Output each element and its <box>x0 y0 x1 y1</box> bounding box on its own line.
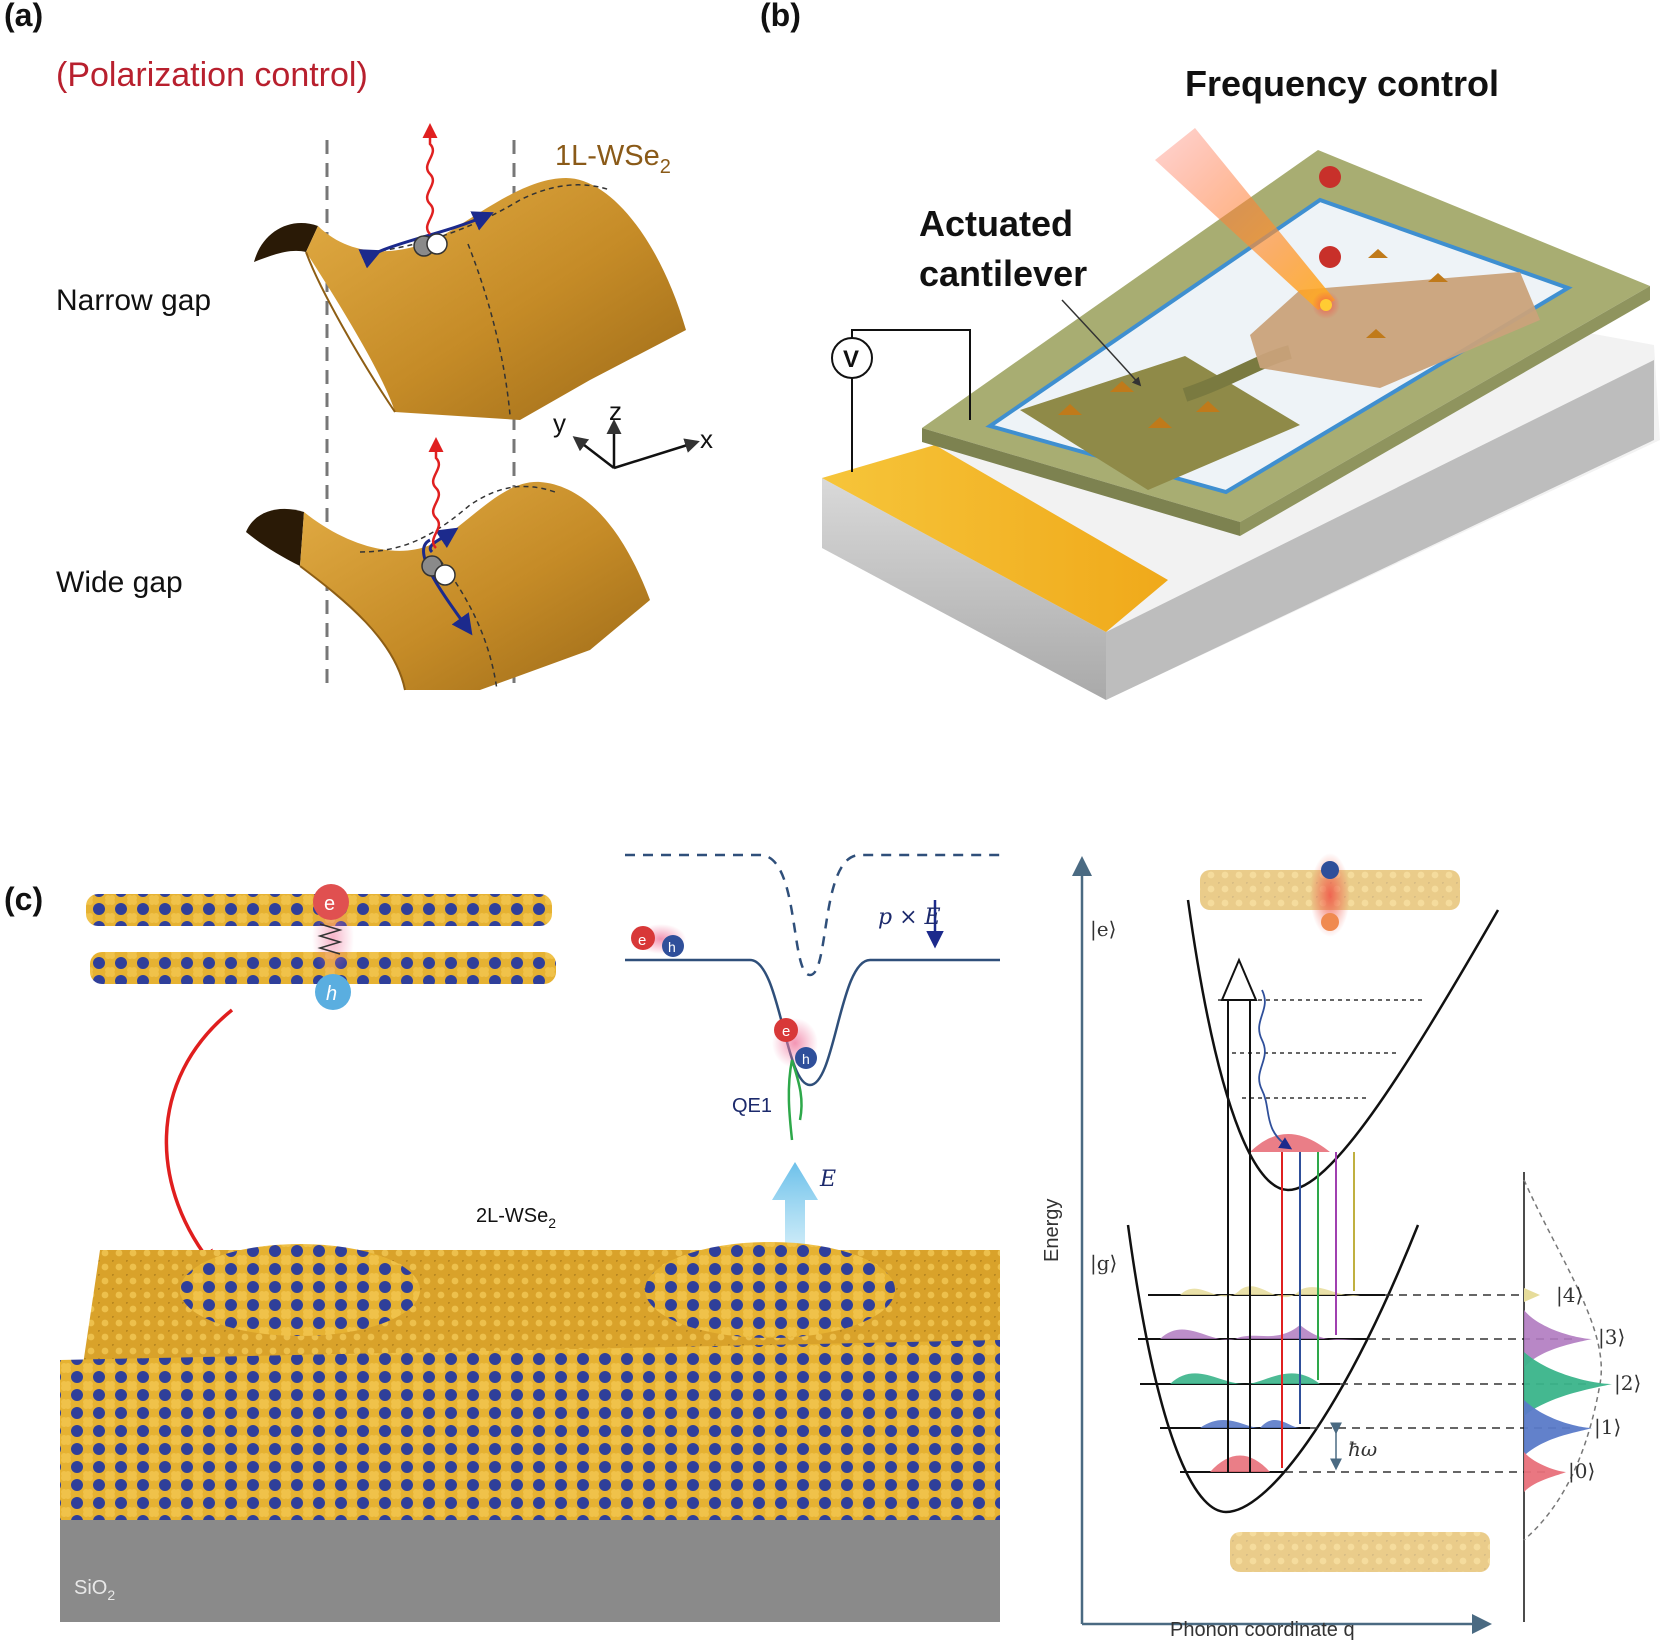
defect-cluster-left <box>180 1244 420 1336</box>
defect-cluster-right <box>645 1242 895 1338</box>
voltmeter-circuit <box>831 329 971 472</box>
panel-a: (a) (Polarization control) 1L-WSe2 Narro… <box>4 0 713 691</box>
spectrum-envelope <box>1523 1179 1602 1541</box>
potential-hole-label: h <box>668 939 676 955</box>
voltmeter-label: V <box>843 346 859 373</box>
hole-icon <box>315 974 351 1010</box>
material-label: 1L-WSe2 <box>555 140 671 178</box>
level-2-label: |2⟩ <box>1614 1371 1641 1396</box>
potential-solid <box>625 958 1000 1087</box>
lattice-slab <box>60 1242 1000 1622</box>
hole-icon <box>1321 913 1339 931</box>
cantilever-label-line2: cantilever <box>919 253 1087 294</box>
panel-a-label: (a) <box>4 0 43 33</box>
potential-electron-label: e <box>638 932 646 949</box>
hbar-omega-label: ħω <box>1348 1437 1377 1461</box>
ground-state-label: |g⟩ <box>1090 1251 1117 1276</box>
sio2-substrate <box>60 1520 1000 1622</box>
excited-state-label: |e⟩ <box>1090 917 1116 942</box>
axis-z-label: z <box>609 396 622 426</box>
hole-icon <box>795 1047 817 1069</box>
trap-electron-label: e <box>782 1023 790 1040</box>
panel-c-label: (c) <box>4 881 43 917</box>
spring-icon <box>317 923 343 955</box>
substrate-label: SiO2 <box>74 1577 115 1603</box>
phonon-axis-label: Phonon coordinate q <box>1170 1619 1355 1641</box>
level-1-label: |1⟩ <box>1594 1415 1621 1440</box>
transfer-arrow <box>164 1008 234 1272</box>
inset-electron-label: e <box>324 893 335 915</box>
panel-b-title: Frequency control <box>1185 63 1499 104</box>
axis-y-label: y <box>553 408 566 438</box>
narrow-gap-label: Narrow gap <box>56 284 211 317</box>
energy-diagram <box>1072 853 1612 1634</box>
narrow-gap-surface <box>254 123 686 420</box>
electron-icon <box>774 1018 798 1042</box>
field-label: E <box>819 1167 836 1192</box>
ground-parabola <box>1126 1224 1420 1514</box>
wide-gap-label: Wide gap <box>56 566 183 599</box>
qe1-label: QE1 <box>732 1095 772 1117</box>
cantilever-pointer <box>1061 299 1142 387</box>
electron-icon <box>1321 861 1339 879</box>
relaxation-arrow <box>1258 989 1293 1150</box>
level-0-label: |0⟩ <box>1568 1459 1595 1484</box>
potential-inset <box>625 853 1000 1141</box>
panel-c: (c) e h e h e h p × E QE <box>4 853 1641 1641</box>
hole-icon <box>662 935 684 957</box>
cantilever-label-line1: Actuated <box>919 203 1073 244</box>
panel-a-title: (Polarization control) <box>56 56 368 94</box>
laser-beam <box>1155 128 1335 310</box>
field-arrow-icon <box>772 1162 818 1278</box>
excited-parabola <box>1186 899 1500 1192</box>
xyz-axes-icon <box>572 419 700 470</box>
voltmeter-icon <box>831 337 873 379</box>
chip-device <box>822 128 1660 700</box>
electron-icon <box>631 926 655 950</box>
trap-hole-label: h <box>802 1051 810 1067</box>
level-4-label: |4⟩ <box>1556 1283 1583 1308</box>
potential-dashed <box>625 853 1000 977</box>
wide-gap-surface <box>246 437 650 691</box>
axis-x-label: x <box>700 424 713 454</box>
emitter-dot-icon <box>1319 246 1341 268</box>
wide-emission-icon <box>428 437 444 549</box>
panel-b-label: (b) <box>760 0 801 33</box>
gold-electrode <box>822 445 1168 632</box>
pe-label: p × E <box>878 905 941 930</box>
level-3-label: |3⟩ <box>1598 1325 1625 1350</box>
bilayer-label: 2L-WSe2 <box>476 1205 556 1231</box>
energy-axis-label: Energy <box>1041 1199 1063 1262</box>
electron-icon <box>313 884 349 920</box>
narrow-arrow <box>358 211 494 269</box>
emitter-dot-icon <box>1319 166 1341 188</box>
bilayer-inset <box>86 884 556 1010</box>
narrow-emission-icon <box>422 123 438 235</box>
panel-b: (b) Frequency control <box>760 0 1660 700</box>
inset-hole-label: h <box>326 983 337 1005</box>
